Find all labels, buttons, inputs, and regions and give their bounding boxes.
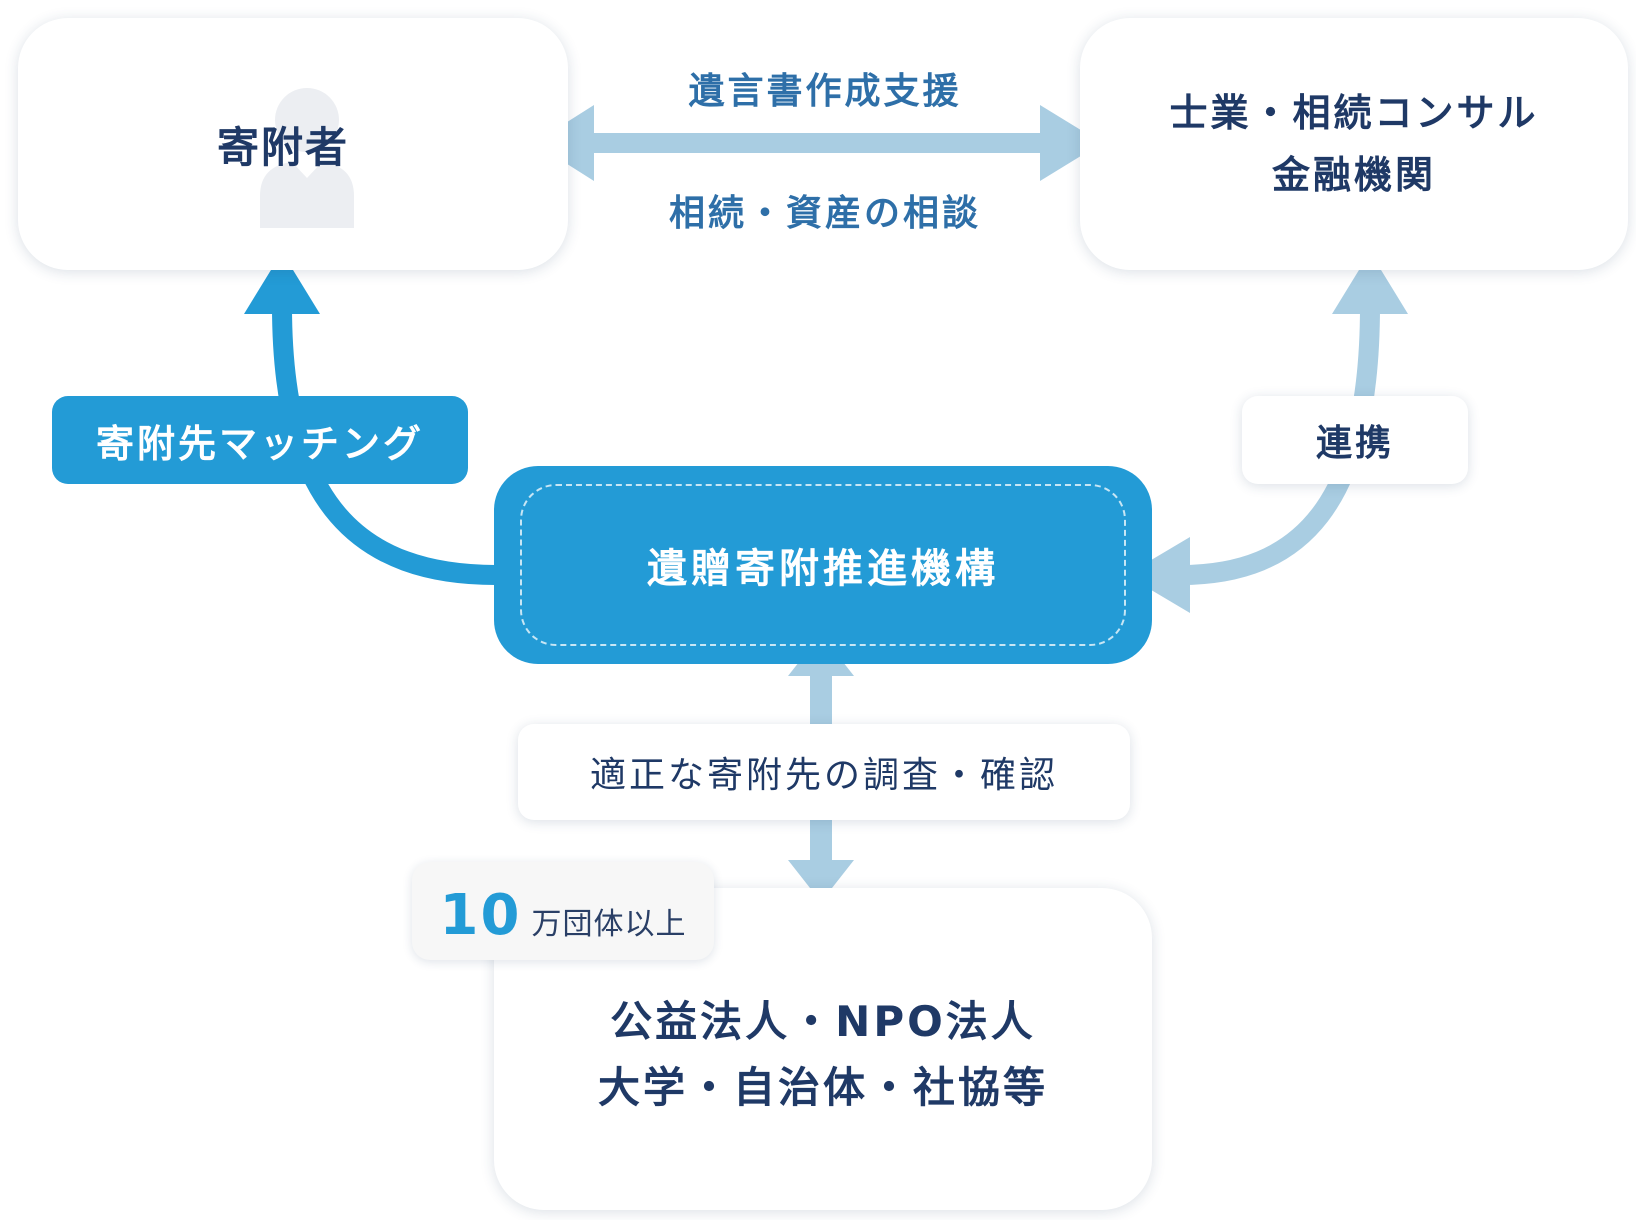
matching-arrow-curve [272, 305, 497, 585]
partnership-label: 連携 [1242, 396, 1468, 484]
professionals-card: 士業・相続コンサル 金融機関 [1080, 18, 1628, 270]
count-badge: 10 万団体以上 [412, 862, 714, 960]
double-arrow-right-head [1040, 105, 1102, 181]
double-arrow [534, 105, 1102, 181]
partnership-arrow [1126, 252, 1408, 613]
matching-text: 寄附先マッチング [95, 421, 424, 466]
consultation-label: 相続・資産の相談 [668, 193, 981, 234]
matching-label: 寄附先マッチング [52, 396, 468, 484]
count-number: 10 [439, 883, 522, 948]
count-unit: 万団体以上 [531, 907, 687, 942]
recipients-line2: 大学・自治体・社協等 [597, 1063, 1048, 1112]
survey-text: 適正な寄附先の調査・確認 [589, 755, 1058, 796]
donor-title: 寄附者 [216, 122, 349, 172]
matching-arrow-head [244, 252, 320, 314]
partnership-arrow-left-head [1126, 537, 1190, 613]
double-arrow-shaft [588, 133, 1044, 153]
partnership-text: 連携 [1315, 423, 1394, 464]
vertical-arrow-bottom-head [788, 860, 854, 902]
vertical-arrow-shaft-bottom [810, 814, 832, 864]
person-silhouette-icon [260, 88, 354, 228]
partnership-arrow-curve [1179, 305, 1380, 585]
vertical-arrow-shaft-top [810, 674, 832, 730]
center-organization-box: 遺贈寄附推進機構 [494, 466, 1152, 664]
survey-label: 適正な寄附先の調査・確認 [518, 724, 1130, 820]
recipients-line1: 公益法人・NPO法人 [610, 997, 1036, 1046]
partnership-arrow-top-head [1332, 252, 1408, 314]
dashed-border [520, 484, 1126, 646]
center-title: 遺贈寄附推進機構 [647, 546, 999, 592]
donor-card: 寄附者 [18, 18, 568, 270]
professionals-line2: 金融機関 [1271, 153, 1436, 197]
professionals-line1: 士業・相続コンサル [1169, 91, 1539, 135]
will-support-label: 遺言書作成支援 [688, 71, 962, 112]
matching-arrow [244, 252, 497, 585]
